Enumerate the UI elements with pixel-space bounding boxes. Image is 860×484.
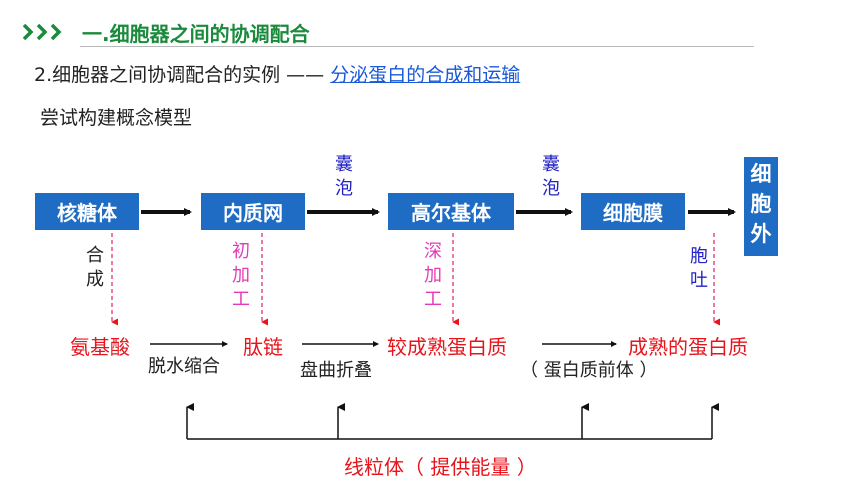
- precursor-label: （ 蛋白质前体 ）: [520, 360, 658, 381]
- synthesis-char: 合: [86, 245, 104, 266]
- immature-protein-label: 较成熟蛋白质: [387, 335, 507, 359]
- deep-processing-char: 加: [424, 265, 442, 286]
- section-title: 一.细胞器之间的协调配合: [82, 22, 310, 46]
- vesicle-label-1: 囊 泡: [333, 153, 355, 201]
- initial-processing-label: 初 加 工: [230, 240, 252, 312]
- mature-protein-label: 成熟的蛋白质: [628, 335, 748, 359]
- dehydration-label: 脱水缩合: [148, 356, 220, 377]
- vesicle-char: 泡: [335, 178, 353, 199]
- ribosome-box: 核糖体: [35, 193, 139, 230]
- initial-processing-char: 初: [232, 241, 250, 262]
- vesicle-char: 囊: [542, 154, 560, 175]
- amino-acid-label: 氨基酸: [70, 335, 130, 359]
- synthesis-label: 合 成: [84, 244, 106, 292]
- initial-processing-char: 加: [232, 265, 250, 286]
- deep-processing-char: 工: [424, 289, 442, 310]
- exocytosis-char: 吐: [690, 270, 708, 291]
- golgi-box: 高尔基体: [388, 193, 514, 230]
- intro-text: 尝试构建概念模型: [40, 107, 193, 129]
- cell-membrane-box: 细胞膜: [581, 193, 685, 230]
- deep-processing-label: 深 加 工: [422, 240, 444, 312]
- extracellular-box: 细 胞 外: [744, 157, 778, 256]
- subtitle-prefix: 2.细胞器之间协调配合的实例 ——: [34, 64, 331, 86]
- chevron-arrows-icon: [22, 23, 62, 41]
- exocytosis-char: 胞: [690, 246, 708, 267]
- extracellular-char: 胞: [750, 192, 772, 216]
- extracellular-char: 外: [750, 222, 772, 246]
- exocytosis-label: 胞 吐: [688, 245, 710, 293]
- header-divider: [80, 46, 754, 47]
- vesicle-char: 囊: [335, 154, 353, 175]
- initial-processing-char: 工: [232, 289, 250, 310]
- vesicle-char: 泡: [542, 178, 560, 199]
- mitochondria-energy-label: 线粒体（ 提供能量 ）: [344, 455, 537, 479]
- subtitle: 2.细胞器之间协调配合的实例 —— 分泌蛋白的合成和运输: [34, 60, 520, 87]
- subtitle-link[interactable]: 分泌蛋白的合成和运输: [330, 64, 521, 86]
- vesicle-label-2: 囊 泡: [540, 153, 562, 201]
- extracellular-char: 细: [750, 162, 772, 186]
- er-box: 内质网: [201, 193, 305, 230]
- deep-processing-char: 深: [424, 241, 442, 262]
- peptide-chain-label: 肽链: [243, 335, 283, 359]
- folding-label: 盘曲折叠: [300, 360, 372, 381]
- synthesis-char: 成: [86, 269, 104, 290]
